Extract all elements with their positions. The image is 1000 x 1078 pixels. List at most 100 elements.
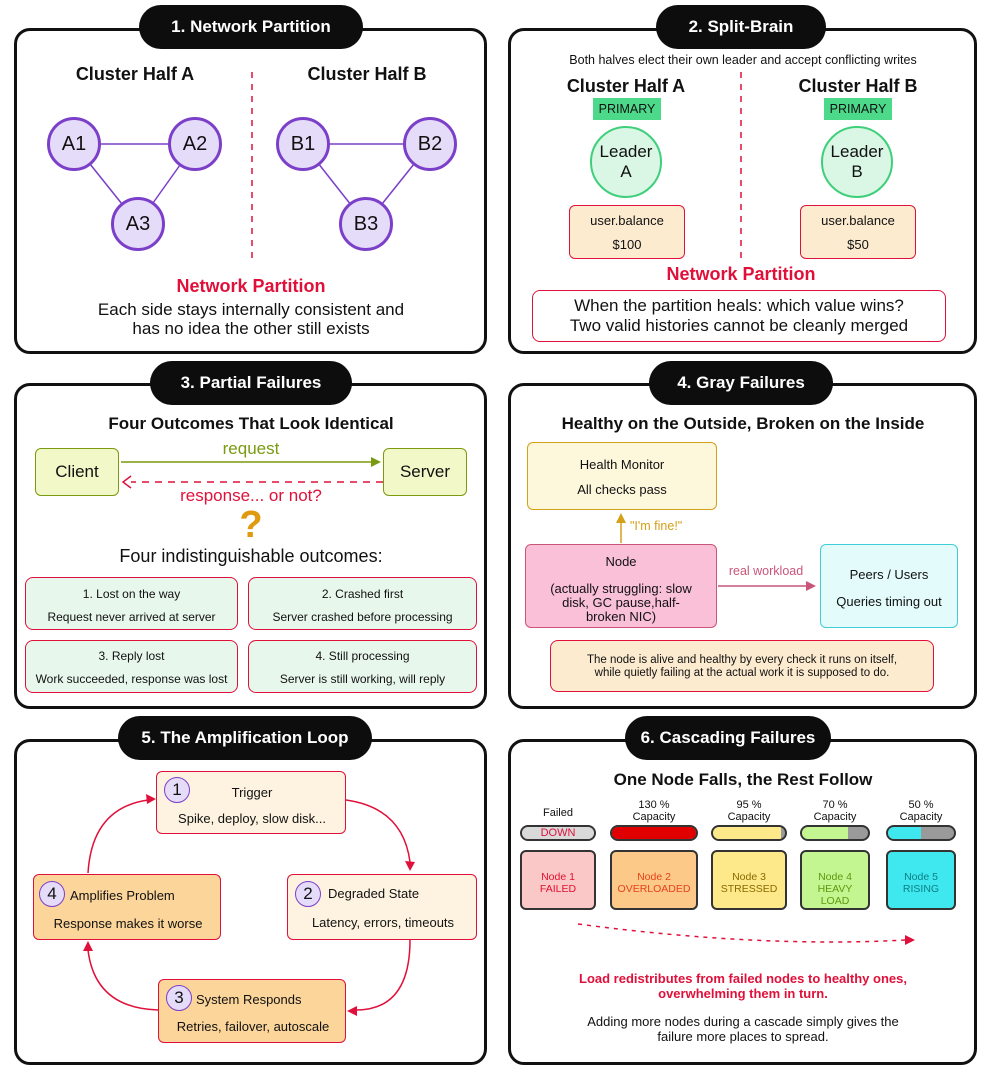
outcome-4-title: 4. Still processing [315,649,410,663]
outcome-1-desc: Request never arrived at server [47,610,216,624]
outcome-2-desc: Server crashed before processing [272,610,453,624]
step-4-badge: 4 [39,881,65,907]
capacity-sublabel-3: Capacity [727,811,771,823]
step-3-badge: 3 [166,985,192,1011]
panel-title-split-brain: 2. Split-Brain [656,5,826,49]
outcome-4-desc: Server is still working, will reply [279,672,446,686]
capacity-bar-5 [886,825,956,841]
cascading-subtitle: One Node Falls, the Rest Follow [613,770,873,789]
split-half-b-label: Cluster Half B [798,76,918,96]
outcome-3-desc: Work succeeded, response was lost [35,672,228,686]
cascade-node-state-3: STRESSED [720,883,778,895]
capacity-sublabel-4: Capacity [813,811,857,823]
capacity-bar-fill-2 [612,827,696,839]
capacity-bar-fill-1 [522,827,594,839]
panel-title-network-partition: 1. Network Partition [139,5,363,49]
health-monitor-title: Health Monitor [579,457,665,472]
node-a3: A3 [111,197,165,251]
peers-users-box: Peers / Users Queries timing out [820,544,958,628]
cascade-node-state-5: RISING [902,883,940,895]
cluster-half-a-label: Cluster Half A [75,64,195,84]
split-brain-subtitle: Both halves elect their own leader and a… [569,53,917,67]
cascade-footer-line1: Adding more nodes during a cascade simpl… [587,1014,899,1029]
cascade-node-state-4: HEAVY LOAD [817,883,853,907]
leader-a-line1: Leader [599,142,653,161]
panel-title-cascading-failures: 6. Cascading Failures [625,716,831,760]
capacity-bar-fill-4 [802,827,849,839]
outcomes-heading: Four indistinguishable outcomes: [119,546,383,566]
step-1-badge: 1 [164,777,190,803]
node-a1: A1 [47,117,101,171]
capacity-bar-fill-5 [888,827,921,839]
outcome-card-2: 2. Crashed first Server crashed before p… [248,577,477,630]
capacity-bar-fill-3 [713,827,782,839]
partition-label: Network Partition [176,276,326,296]
node-b3: B3 [339,197,393,251]
partial-failures-subtitle: Four Outcomes That Look Identical [108,414,394,433]
merge-question-line2: Two valid histories cannot be cleanly me… [569,316,909,335]
step-1-title: Trigger [231,785,273,800]
node-desc-line3: broken NIC) [585,609,657,624]
redistribute-line1: Load redistributes from failed nodes to … [579,971,907,986]
step-2-badge: 2 [295,881,321,907]
split-partition-label: Network Partition [666,264,816,284]
real-workload-label: real workload [728,564,804,578]
step-4-desc: Response makes it worse [53,916,203,931]
cascade-node-state-2: OVERLOADED [617,883,691,895]
loop-step-degraded: 2 Degraded State Latency, errors, timeou… [287,874,477,940]
cascade-node-name-1: Node 1 [541,871,575,883]
panel-title-amplification-loop: 5. The Amplification Loop [118,716,372,760]
outcome-card-1: 1. Lost on the way Request never arrived… [25,577,238,630]
cascade-node-state-1: FAILED [539,883,577,895]
capacity-bar-3 [711,825,787,841]
balance-box-a: user.balance $100 [569,205,685,259]
outcome-card-4: 4. Still processing Server is still work… [248,640,477,693]
step-3-desc: Retries, failover, autoscale [176,1019,330,1034]
loop-step-system-responds: 3 System Responds Retries, failover, aut… [158,979,346,1043]
leader-b: Leader B [821,126,893,198]
leader-a: Leader A [590,126,662,198]
capacity-label-2: 130 % [638,799,670,811]
cascade-node-name-3: Node 3 [732,871,766,883]
leader-b-line1: Leader [830,142,884,161]
merge-question-line1: When the partition heals: which value wi… [574,296,904,315]
gray-note-line1: The node is alive and healthy by every c… [586,654,898,666]
node-desc-line2: disk, GC pause,half- [562,595,680,610]
peers-title: Peers / Users [849,567,929,582]
capacity-sublabel-2: Capacity [632,811,676,823]
node-b2: B2 [403,117,457,171]
capacity-bar-1: DOWN [520,825,596,841]
capacity-bar-2 [610,825,698,841]
health-monitor-status: All checks pass [577,482,667,497]
outcome-3-title: 3. Reply lost [98,649,165,663]
primary-badge-a: PRIMARY [593,98,661,120]
balance-field-a: user.balance [590,213,664,228]
balance-field-b: user.balance [821,213,895,228]
step-4-title: Amplifies Problem [70,888,175,903]
balance-box-b: user.balance $50 [800,205,916,259]
primary-badge-b: PRIMARY [824,98,892,120]
cascade-footer-line2: failure more places to spread. [657,1029,829,1044]
leader-b-line2: B [851,162,863,181]
panel-title-gray-failures: 4. Gray Failures [649,361,833,405]
cascade-node-name-5: Node 5 [904,871,938,883]
balance-value-b: $50 [847,237,869,252]
loop-step-trigger: 1 Trigger Spike, deploy, slow disk... [156,771,346,834]
server-box: Server [383,448,467,496]
panel-title-partial-failures: 3. Partial Failures [150,361,352,405]
request-label: request [222,439,280,458]
capacity-label-4: 70 % [822,799,848,811]
merge-question-box: When the partition heals: which value wi… [532,290,946,342]
partition-caption-line1: Each side stays internally consistent an… [97,300,405,319]
step-3-title: System Responds [196,992,302,1007]
node-desc-line1: (actually struggling: slow [550,581,692,596]
split-half-a-label: Cluster Half A [566,76,686,96]
leader-a-line2: A [620,162,632,181]
capacity-label-1: Failed [543,807,573,819]
step-1-desc: Spike, deploy, slow disk... [178,811,326,826]
step-2-title: Degraded State [328,886,420,901]
client-box: Client [35,448,119,496]
